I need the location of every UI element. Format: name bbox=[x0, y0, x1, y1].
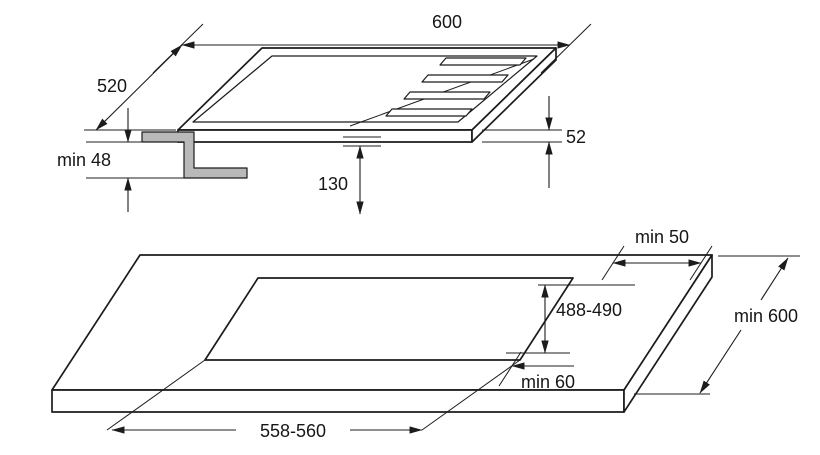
dim-hob-height: 52 bbox=[482, 96, 586, 188]
dimension-line bbox=[95, 44, 183, 131]
dimension-line bbox=[699, 329, 742, 394]
grate-bar-icon bbox=[421, 74, 509, 83]
worktop-cutout bbox=[204, 277, 574, 361]
extension-line bbox=[421, 359, 521, 431]
dim-label-min-rear: min 50 bbox=[635, 227, 689, 247]
dim-min-worktop-depth: min 600 bbox=[634, 255, 800, 395]
dim-label-hob-height: 52 bbox=[566, 127, 586, 147]
dim-min-rear-distance: min 50 bbox=[601, 227, 713, 281]
dim-label-hob-width: 600 bbox=[432, 12, 462, 32]
dim-min-clearance-below: min 48 bbox=[57, 108, 184, 212]
hob-right-face bbox=[471, 47, 557, 143]
worktop-right-face bbox=[623, 254, 713, 413]
dim-cutout-depth: 488-490 bbox=[506, 284, 635, 354]
worktop-view: 558-560 488-490 min 50 min 600 bbox=[51, 227, 800, 441]
dim-hob-width: 600 bbox=[152, 12, 592, 74]
dim-min-front-distance: min 60 bbox=[498, 351, 575, 392]
dimension-line bbox=[760, 257, 789, 301]
worktop-front-face bbox=[51, 389, 625, 413]
dim-label-min-worktop-depth: min 600 bbox=[734, 306, 798, 326]
grate-bar-icon bbox=[403, 91, 491, 100]
grate-bar-icon bbox=[439, 57, 527, 66]
extension-line bbox=[498, 351, 522, 387]
grate-bar-icon bbox=[385, 108, 473, 117]
hob-view: 600 520 min 48 130 52 bbox=[57, 12, 592, 215]
dim-cutout-width: 558-560 bbox=[106, 359, 521, 441]
dim-label-cutout-depth: 488-490 bbox=[556, 300, 622, 320]
dim-label-front-offset: 130 bbox=[318, 174, 348, 194]
dim-front-offset: 130 bbox=[318, 136, 381, 215]
dim-label-min-front: min 60 bbox=[521, 372, 575, 392]
extension-line bbox=[106, 359, 206, 431]
hob-front-face bbox=[177, 129, 473, 143]
dim-label-cutout-width: 558-560 bbox=[260, 421, 326, 441]
hob-inner-rim bbox=[192, 55, 538, 123]
dim-label-min-clearance: min 48 bbox=[57, 150, 111, 170]
dim-hob-depth: 520 bbox=[84, 44, 183, 131]
dim-label-hob-depth: 520 bbox=[97, 76, 127, 96]
